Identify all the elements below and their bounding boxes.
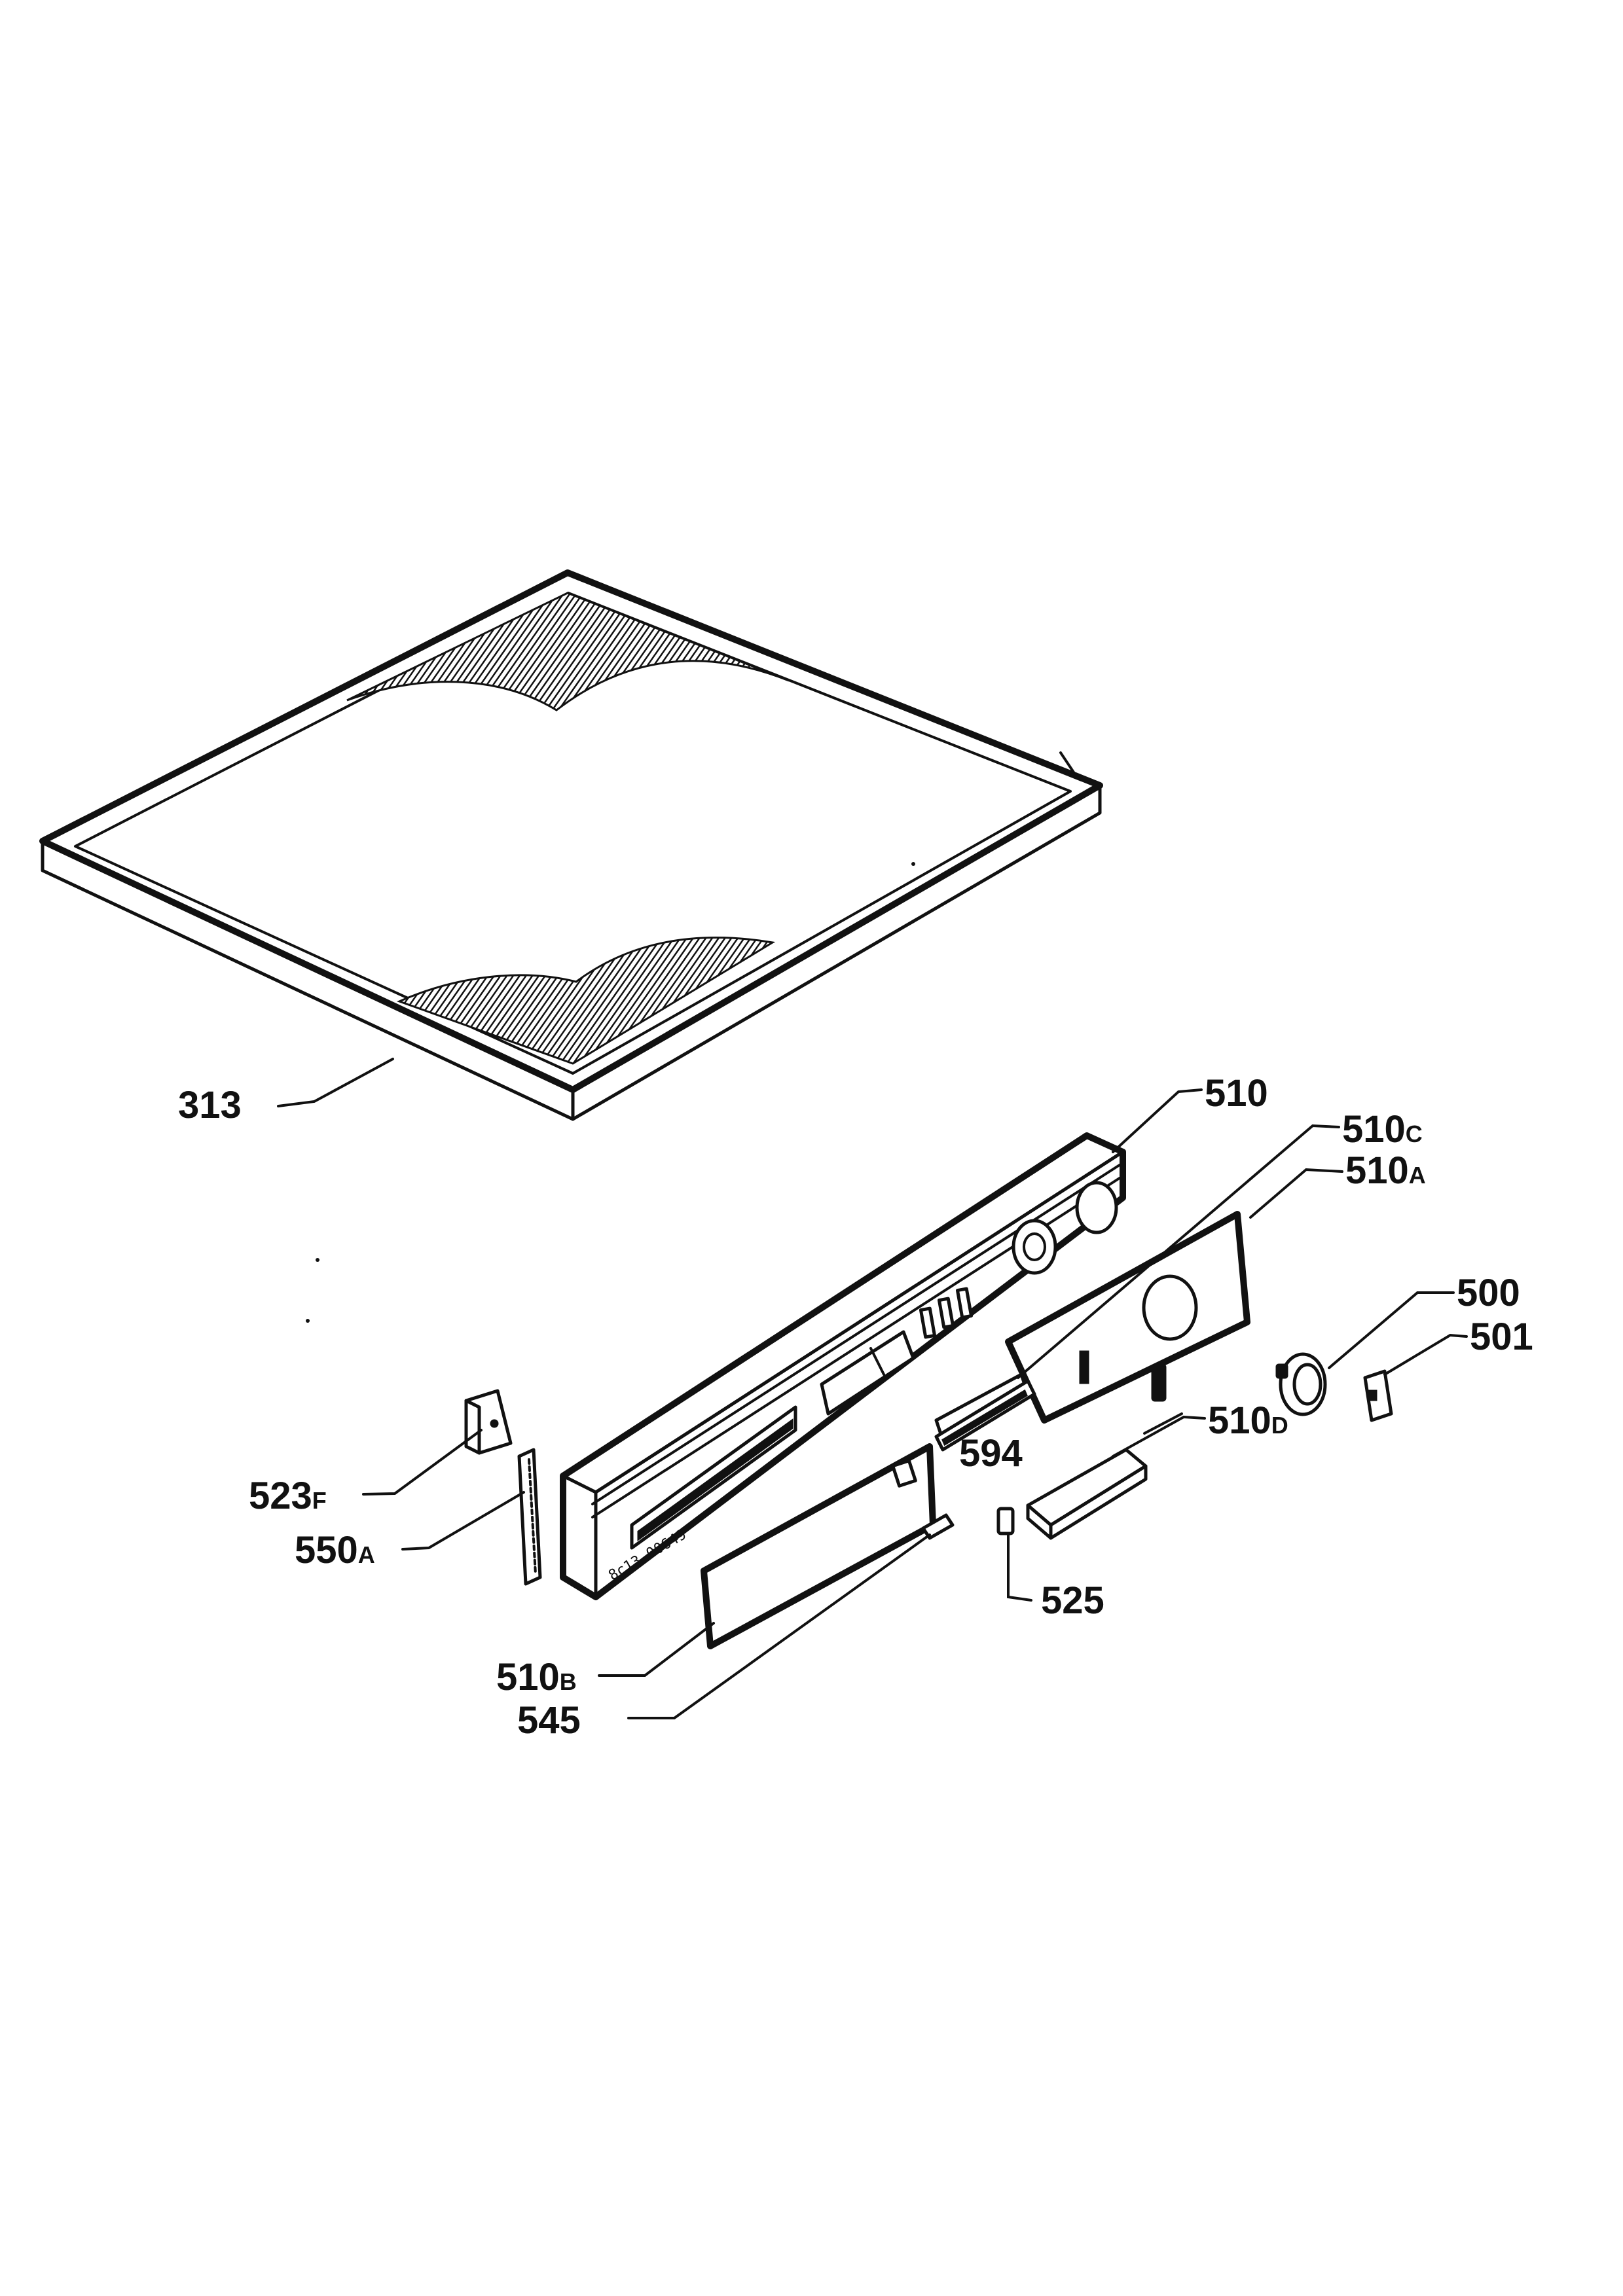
bracket-part-523f [464, 1389, 513, 1455]
callout-550a: 550A [295, 1529, 375, 1571]
seal-part-550a [517, 1448, 542, 1586]
callout-500: 500 [1457, 1272, 1520, 1314]
callout-594: 594 [959, 1432, 1023, 1475]
callout-525: 525 [1041, 1579, 1104, 1622]
callout-510d: 510D [1208, 1399, 1288, 1442]
callout-545: 545 [517, 1699, 581, 1742]
control-panel-part-510 [560, 1132, 1126, 1600]
callout-510b: 510B [496, 1656, 577, 1698]
callout-501: 501 [1470, 1316, 1533, 1358]
clip-part-525 [996, 1507, 1015, 1535]
button-part-510d [1026, 1363, 1167, 1540]
bar-part-594 [934, 1379, 1036, 1452]
callout-510: 510 [1205, 1072, 1268, 1115]
knob-part-500 [1275, 1352, 1327, 1416]
callout-313: 313 [178, 1084, 242, 1126]
callout-510c: 510C [1342, 1108, 1423, 1151]
callout-510a: 510A [1345, 1149, 1426, 1192]
worktop-part-313 [39, 569, 1103, 1121]
callout-523f: 523F [249, 1475, 327, 1517]
leader-lines [277, 1058, 1468, 1719]
insert-part-501 [1363, 1369, 1393, 1422]
